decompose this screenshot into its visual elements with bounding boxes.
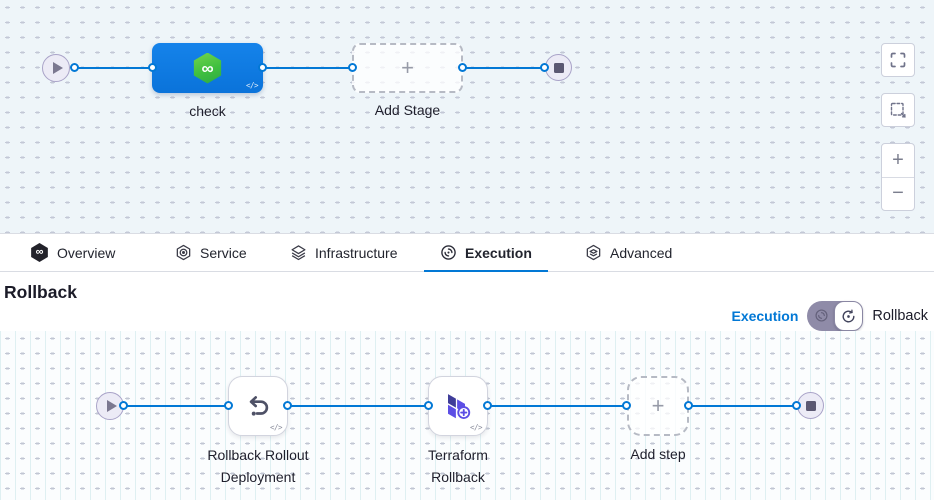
step-node-rollback-rollout[interactable]: </> (228, 376, 288, 436)
toggle-thumb[interactable] (834, 301, 864, 331)
play-icon (52, 62, 63, 74)
code-icon: </> (469, 423, 483, 432)
rollback-step-icon (249, 396, 269, 416)
infrastructure-icon (291, 245, 306, 261)
connector-port[interactable] (622, 401, 631, 410)
harness-logo-icon: ∞ (31, 243, 48, 262)
code-icon: </> (269, 423, 283, 432)
edge-line (124, 405, 228, 407)
connector-port[interactable] (424, 401, 433, 410)
tab-advanced[interactable]: Advanced (585, 234, 672, 271)
connector-port[interactable] (70, 63, 79, 72)
tab-label: Advanced (610, 244, 673, 261)
connector-port[interactable] (792, 401, 801, 410)
harness-ci-icon: ∞ (193, 52, 222, 84)
connector-port[interactable] (540, 63, 549, 72)
step-label-line2: Rollback (431, 469, 485, 485)
zoom-in-button[interactable]: + (882, 144, 914, 178)
rollback-end-node[interactable] (797, 392, 824, 419)
plus-icon: + (651, 393, 665, 418)
execution-section-header: Rollback Execution Rollback (0, 272, 934, 331)
stage-tabbar: ∞ Overview Service Infrastructure (0, 233, 934, 272)
step-label-line1: Rollback Rollout (207, 447, 309, 463)
edge-line (488, 405, 627, 407)
execution-rollback-toggle-row: Execution Rollback (731, 301, 928, 331)
execution-link[interactable]: Execution (731, 308, 799, 324)
tab-label: Execution (465, 244, 532, 261)
tab-execution[interactable]: Execution (424, 234, 548, 272)
terraform-icon (448, 394, 471, 419)
rollback-toggle-label: Rollback (872, 308, 928, 324)
rollback-toggle-icon (842, 308, 855, 322)
step-node-label: Terraform Rollback (398, 444, 518, 488)
add-stage-label: Add Stage (374, 102, 441, 118)
stop-icon (805, 400, 816, 411)
mode-toggle[interactable] (807, 301, 864, 331)
step-node-terraform-rollback[interactable]: </> (428, 376, 488, 436)
stage-canvas: ∞ </> check + Add Stage (0, 0, 934, 233)
edge-line (288, 405, 428, 407)
advanced-icon (586, 244, 601, 261)
connector-port[interactable] (119, 401, 128, 410)
execution-icon (441, 245, 456, 260)
code-icon: </> (245, 81, 259, 90)
step-label-line2: Deployment (220, 469, 296, 485)
connector-port[interactable] (684, 401, 693, 410)
tab-infrastructure[interactable]: Infrastructure (290, 234, 397, 271)
connector-port[interactable] (258, 63, 267, 72)
stage-node-check[interactable]: ∞ </> (152, 43, 263, 93)
stage-node-label: check (189, 103, 226, 119)
fit-to-screen-button[interactable] (881, 43, 915, 77)
tab-label: Service (200, 244, 247, 261)
tab-label: Infrastructure (315, 244, 398, 261)
marquee-select-button[interactable] (881, 93, 915, 127)
plus-icon: + (892, 148, 904, 171)
minus-icon: − (892, 182, 904, 205)
connector-port[interactable] (224, 401, 233, 410)
infinity-glyph: ∞ (201, 58, 214, 78)
execution-toggle-icon (815, 309, 828, 322)
infinity-glyph: ∞ (35, 246, 44, 258)
connector-port[interactable] (348, 63, 357, 72)
add-step-button[interactable]: + (627, 376, 689, 436)
connector-port[interactable] (283, 401, 292, 410)
plus-icon: + (401, 55, 414, 80)
marquee-icon (890, 102, 906, 118)
add-step-label: Add step (630, 446, 686, 462)
edge-line (263, 67, 352, 69)
tab-service[interactable]: Service (175, 234, 247, 271)
connector-port[interactable] (458, 63, 467, 72)
zoom-controls: + − (881, 143, 915, 211)
tab-overview[interactable]: ∞ Overview (30, 234, 115, 271)
connector-port[interactable] (483, 401, 492, 410)
edge-line (74, 67, 152, 69)
fullscreen-icon (890, 52, 906, 68)
stop-icon (553, 62, 564, 73)
step-node-label: Rollback Rollout Deployment (178, 444, 338, 488)
edge-line (463, 67, 545, 69)
edge-line (689, 405, 797, 407)
service-icon (176, 244, 191, 261)
tab-label: Overview (57, 244, 116, 261)
step-label-line1: Terraform (428, 447, 488, 463)
pipeline-start-node[interactable] (42, 54, 70, 82)
add-stage-button[interactable]: + (352, 43, 463, 93)
section-title: Rollback (4, 282, 77, 302)
rollback-steps-canvas: </> Rollback Rollout Deployment </> Terr… (0, 331, 934, 500)
play-icon (106, 400, 117, 412)
pipeline-end-node[interactable] (545, 54, 572, 81)
connector-port[interactable] (148, 63, 157, 72)
zoom-out-button[interactable]: − (882, 178, 914, 211)
